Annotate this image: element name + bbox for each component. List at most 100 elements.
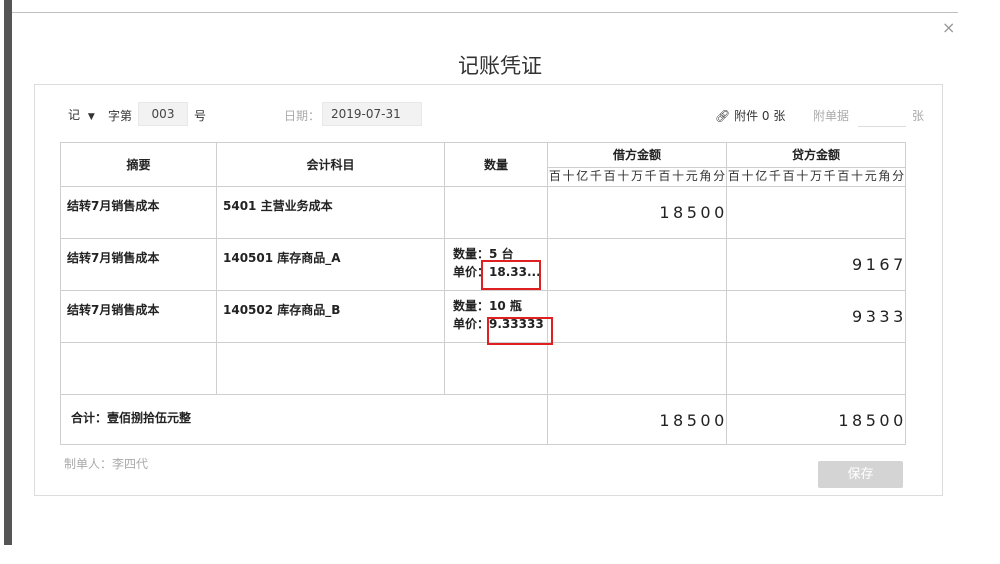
dialog-title: 记账凭证 bbox=[458, 54, 542, 78]
digit-unit-label: 十 bbox=[741, 169, 754, 183]
digit-unit-label: 十 bbox=[617, 169, 630, 183]
voucher-table: 摘要 会计科目 数量 借方金额 百十亿千百十万千百十元角分 贷方金额 百十亿千百… bbox=[60, 142, 906, 445]
quantity-cell[interactable] bbox=[444, 186, 548, 239]
unit-price-value[interactable]: 9.33333 bbox=[489, 317, 544, 331]
maker-label: 制单人：李四代 bbox=[64, 457, 149, 471]
quantity-cell[interactable] bbox=[444, 342, 548, 395]
amount-digit: 7 bbox=[893, 255, 904, 274]
header-account: 会计科目 bbox=[216, 142, 445, 187]
digit-unit-label: 十 bbox=[851, 169, 864, 183]
debit-digit-units: 百十亿千百十万千百十元角分 bbox=[548, 168, 726, 184]
amount-digit: 0 bbox=[879, 411, 890, 430]
amount-digit: 1 bbox=[659, 411, 670, 430]
amount-digit: 9 bbox=[852, 307, 863, 326]
debit-cell[interactable] bbox=[547, 290, 727, 343]
amount-digit: 1 bbox=[865, 255, 876, 274]
digit-unit-label: 百 bbox=[727, 169, 740, 183]
account-cell[interactable]: 140502 库存商品_B bbox=[216, 290, 445, 343]
amount-digit: 3 bbox=[865, 307, 876, 326]
digit-unit-label: 角 bbox=[699, 169, 712, 183]
amount-digit: 6 bbox=[879, 255, 890, 274]
voucher-type-select[interactable]: 记 ▼ bbox=[68, 106, 95, 123]
summary-cell[interactable] bbox=[60, 342, 217, 395]
date-label: 日期： bbox=[284, 109, 321, 123]
debit-cell[interactable] bbox=[547, 238, 727, 291]
digit-unit-label: 元 bbox=[685, 169, 698, 183]
chevron-down-icon: ▼ bbox=[87, 112, 95, 122]
header-summary: 摘要 bbox=[60, 142, 217, 187]
digit-unit-label: 角 bbox=[878, 169, 891, 183]
digit-unit-label: 分 bbox=[713, 169, 726, 183]
digit-unit-label: 百 bbox=[603, 169, 616, 183]
digit-unit-label: 亿 bbox=[576, 169, 589, 183]
account-cell[interactable] bbox=[216, 342, 445, 395]
quantity-text: 数量：5 台 bbox=[453, 247, 514, 261]
link-icon: 🔗︎ bbox=[715, 109, 731, 123]
amount-digit: 0 bbox=[893, 411, 904, 430]
amount-digit: 0 bbox=[700, 411, 711, 430]
header-credit: 贷方金额 百十亿千百十万千百十元角分 bbox=[726, 142, 906, 187]
attachments-link[interactable]: 🔗︎ 附件 0 张 bbox=[715, 109, 786, 123]
header-quantity: 数量 bbox=[444, 142, 548, 187]
amount-digit: 3 bbox=[879, 307, 890, 326]
digit-unit-label: 千 bbox=[768, 169, 781, 183]
table-header-row: 摘要 会计科目 数量 借方金额 百十亿千百十万千百十元角分 贷方金额 百十亿千百… bbox=[60, 142, 906, 187]
digit-unit-label: 元 bbox=[864, 169, 877, 183]
price-label: 单价： bbox=[453, 317, 490, 331]
digit-unit-label: 分 bbox=[892, 169, 905, 183]
price-label: 单价： bbox=[453, 265, 490, 279]
amount-digit: 5 bbox=[686, 411, 697, 430]
close-icon[interactable]: × bbox=[942, 18, 956, 37]
summary-cell[interactable]: 结转7月销售成本 bbox=[60, 238, 217, 291]
unit-price-value[interactable]: 18.33... bbox=[489, 265, 541, 279]
save-button[interactable]: 保存 bbox=[818, 461, 903, 488]
table-row[interactable] bbox=[60, 342, 906, 395]
amount-digit: 1 bbox=[838, 411, 849, 430]
digit-unit-label: 十 bbox=[562, 169, 575, 183]
credit-digit-units: 百十亿千百十万千百十元角分 bbox=[727, 168, 905, 184]
amount-digit: 8 bbox=[673, 411, 684, 430]
amount-digit: 1 bbox=[659, 203, 670, 222]
zi-label: 字第 bbox=[108, 109, 133, 123]
amount-digit: 3 bbox=[893, 307, 904, 326]
debit-cell[interactable] bbox=[547, 342, 727, 395]
digit-unit-label: 百 bbox=[782, 169, 795, 183]
date-input[interactable]: 2019-07-31 bbox=[322, 102, 422, 126]
digit-unit-label: 十 bbox=[672, 169, 685, 183]
window-left-edge bbox=[4, 0, 12, 545]
credit-cell[interactable] bbox=[726, 342, 906, 395]
amount-digit: 0 bbox=[700, 203, 711, 222]
digit-unit-label: 亿 bbox=[755, 169, 768, 183]
total-label: 合计：壹佰捌拾伍元整 bbox=[60, 394, 548, 445]
table-row[interactable]: 结转7月销售成本 140501 库存商品_A 数量：5 台 单价：18.33..… bbox=[60, 238, 906, 291]
digit-unit-label: 十 bbox=[796, 169, 809, 183]
zhang-label: 张 bbox=[912, 109, 925, 123]
header-debit: 借方金额 百十亿千百十万千百十元角分 bbox=[547, 142, 727, 187]
attach-doc-count-input[interactable] bbox=[858, 104, 906, 127]
table-row[interactable]: 结转7月销售成本 140502 库存商品_B 数量：10 瓶 单价：9.3333… bbox=[60, 290, 906, 343]
amount-digit: 5 bbox=[865, 411, 876, 430]
digit-unit-label: 万 bbox=[630, 169, 643, 183]
amount-digit: 0 bbox=[714, 411, 725, 430]
account-cell[interactable]: 140501 库存商品_A bbox=[216, 238, 445, 291]
amount-digit: 0 bbox=[714, 203, 725, 222]
amount-digit: 8 bbox=[673, 203, 684, 222]
summary-cell[interactable]: 结转7月销售成本 bbox=[60, 290, 217, 343]
dialog-top-border bbox=[12, 12, 958, 13]
account-cell[interactable]: 5401 主营业务成本 bbox=[216, 186, 445, 239]
credit-cell[interactable] bbox=[726, 186, 906, 239]
summary-cell[interactable]: 结转7月销售成本 bbox=[60, 186, 217, 239]
voucher-number-input[interactable]: 003 bbox=[138, 102, 188, 126]
digit-unit-label: 百 bbox=[837, 169, 850, 183]
